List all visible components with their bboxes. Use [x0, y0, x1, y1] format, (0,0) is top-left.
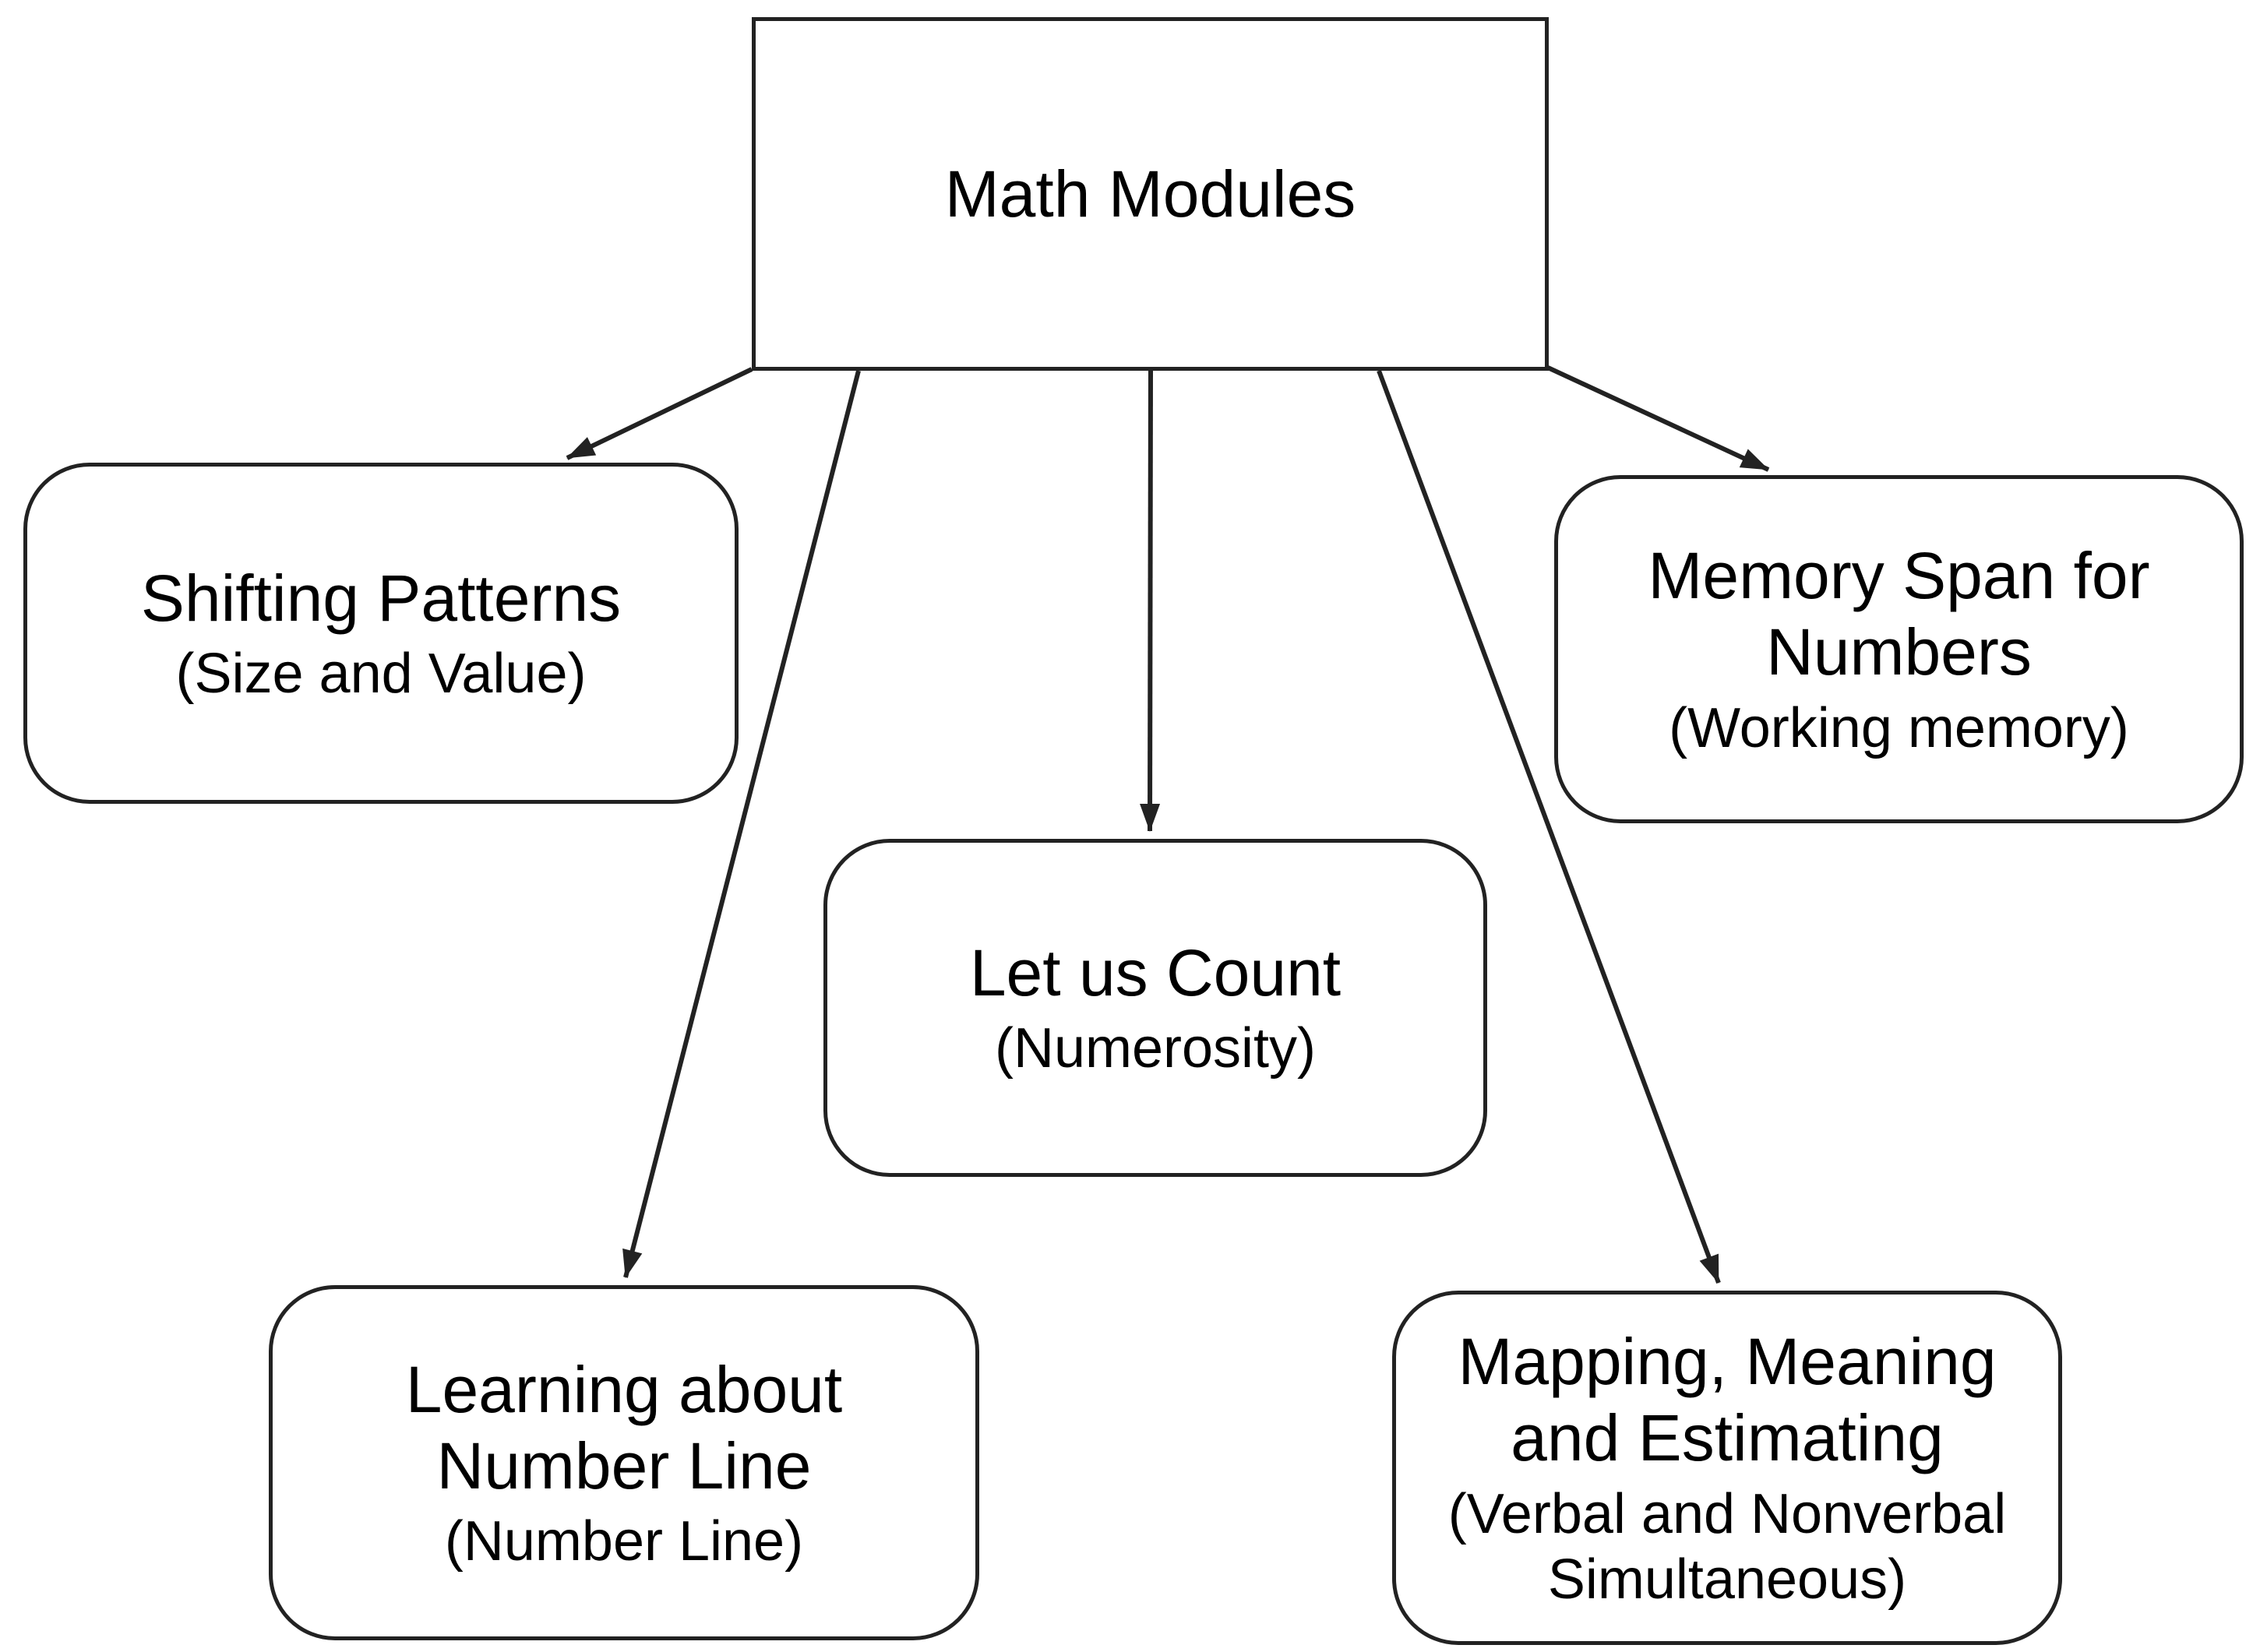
node-let-us-count-title: Let us Count [969, 935, 1342, 1009]
node-math-modules-label: Math Modules [944, 157, 1356, 231]
arrow-root-to-mapping-meaning [1377, 369, 1721, 1284]
node-learning-about-number-line: Learning about Number Line (Number Line) [269, 1285, 979, 1640]
node-let-us-count: Let us Count (Numerosity) [823, 839, 1487, 1177]
node-mapping-subtitle: (Verbal and Nonverbal Simultaneous) [1447, 1482, 2007, 1611]
node-let-us-count-subtitle: (Numerosity) [994, 1017, 1317, 1080]
node-memory-span-subtitle: (Working memory) [1669, 696, 2129, 759]
node-mapping-title: Mapping, Meaning and Estimating [1458, 1325, 1997, 1475]
node-math-modules: Math Modules [752, 17, 1549, 371]
node-memory-span-title: Memory Span for Numbers [1648, 539, 2150, 689]
arrow-root-to-memory-span [1546, 365, 1770, 472]
node-memory-span-for-numbers: Memory Span for Numbers (Working memory) [1554, 475, 2244, 823]
arrow-root-to-let-us-count [1140, 370, 1161, 832]
node-shifting-patterns: Shifting Patterns (Size and Value) [23, 463, 739, 804]
arrow-root-to-shifting-patterns [566, 367, 753, 460]
node-number-line-title: Learning about Number Line [405, 1352, 843, 1502]
node-mapping-meaning-estimating: Mapping, Meaning and Estimating (Verbal … [1392, 1291, 2062, 1645]
node-shifting-patterns-title: Shifting Patterns [140, 561, 622, 635]
node-number-line-subtitle: (Number Line) [444, 1510, 804, 1573]
node-shifting-patterns-subtitle: (Size and Value) [175, 643, 587, 706]
arrow-root-to-learning-number-line [622, 370, 861, 1278]
